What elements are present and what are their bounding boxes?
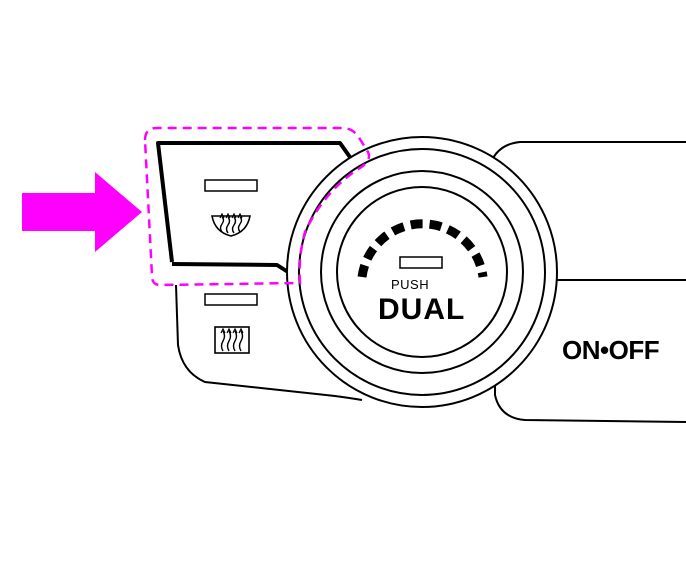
- highlight-box: [143, 126, 371, 287]
- indicator-light-icon: [399, 256, 443, 269]
- dial-outer-ring: [286, 136, 558, 408]
- front-defroster-button-outline: [156, 141, 354, 263]
- rear-defroster-indicator-icon: [204, 293, 258, 306]
- rear-defroster-icon: [214, 326, 250, 354]
- dial-knob[interactable]: [320, 170, 524, 374]
- temperature-scale-arc: [357, 219, 488, 278]
- on-off-label: ON•OFF: [562, 335, 660, 365]
- dual-mode-label: DUAL: [378, 293, 466, 326]
- rear-defroster-button[interactable]: [175, 284, 363, 401]
- push-label: PUSH: [391, 277, 430, 292]
- front-defroster-button-bottom-edge: [171, 262, 290, 274]
- front-defroster-indicator-icon: [204, 179, 258, 192]
- dial-inner-face: [336, 186, 508, 358]
- arrow-right-icon: [22, 172, 142, 252]
- dial-middle-ring: [298, 148, 546, 396]
- front-defroster-icon: [211, 212, 251, 237]
